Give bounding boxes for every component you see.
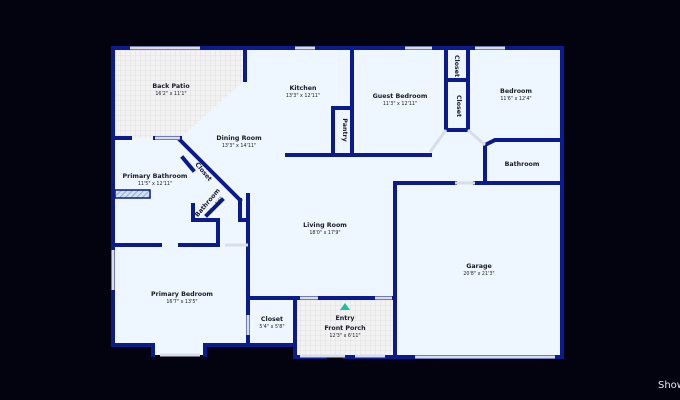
room-dims-closet-front: 5'4" x 5'8": [259, 324, 284, 330]
room-name-dining-room: Dining Room: [216, 135, 262, 142]
room-dims-front-porch: 12'3" x 6'11": [329, 333, 360, 339]
room-dims-bedroom: 11'6" x 12'4": [500, 96, 531, 102]
room-dims-dining-room: 13'3" x 14'11": [222, 143, 256, 149]
room-name-guest-bedroom: Guest Bedroom: [373, 93, 428, 100]
room-dims-guest-bedroom: 11'3" x 12'11": [383, 101, 417, 107]
room-name-back-patio: Back Patio: [152, 83, 190, 90]
room-name-living-room: Living Room: [303, 222, 347, 229]
windows-doors: [111, 46, 555, 359]
room-name-primary-bedroom: Primary Bedroom: [151, 291, 213, 298]
room-dims-back-patio: 16'2" x 11'1": [155, 91, 186, 97]
room-name-closet-front: Closet: [261, 316, 283, 323]
vanity-hatch: [114, 189, 151, 199]
room-name-garage: Garage: [466, 263, 492, 270]
room-name-bathroom: Bathroom: [505, 161, 540, 168]
room-name-pantry: Pantry: [341, 118, 348, 141]
room-name-primary-bathroom: Primary Bathroom: [123, 173, 188, 180]
room-name-closet-top: Closet: [453, 55, 460, 77]
room-name-entry: Entry: [335, 315, 354, 322]
room-name-closet-mid: Closet: [455, 95, 462, 117]
back-patio-area: [115, 50, 245, 138]
entry-marker-icon[interactable]: [340, 303, 350, 310]
room-dims-primary-bathroom: 11'5" x 12'11": [138, 181, 172, 187]
room-dims-kitchen: 13'3" x 12'11": [286, 93, 320, 99]
show-button[interactable]: Show: [658, 380, 680, 391]
room-dims-living-room: 18'0" x 17'9": [309, 230, 340, 236]
room-dims-primary-bedroom: 16'7" x 13'5": [166, 299, 197, 305]
room-dims-garage: 20'8" x 21'3": [463, 271, 494, 277]
room-name-bedroom: Bedroom: [500, 88, 532, 95]
room-name-kitchen: Kitchen: [289, 85, 316, 92]
room-name-front-porch: Front Porch: [324, 325, 365, 332]
